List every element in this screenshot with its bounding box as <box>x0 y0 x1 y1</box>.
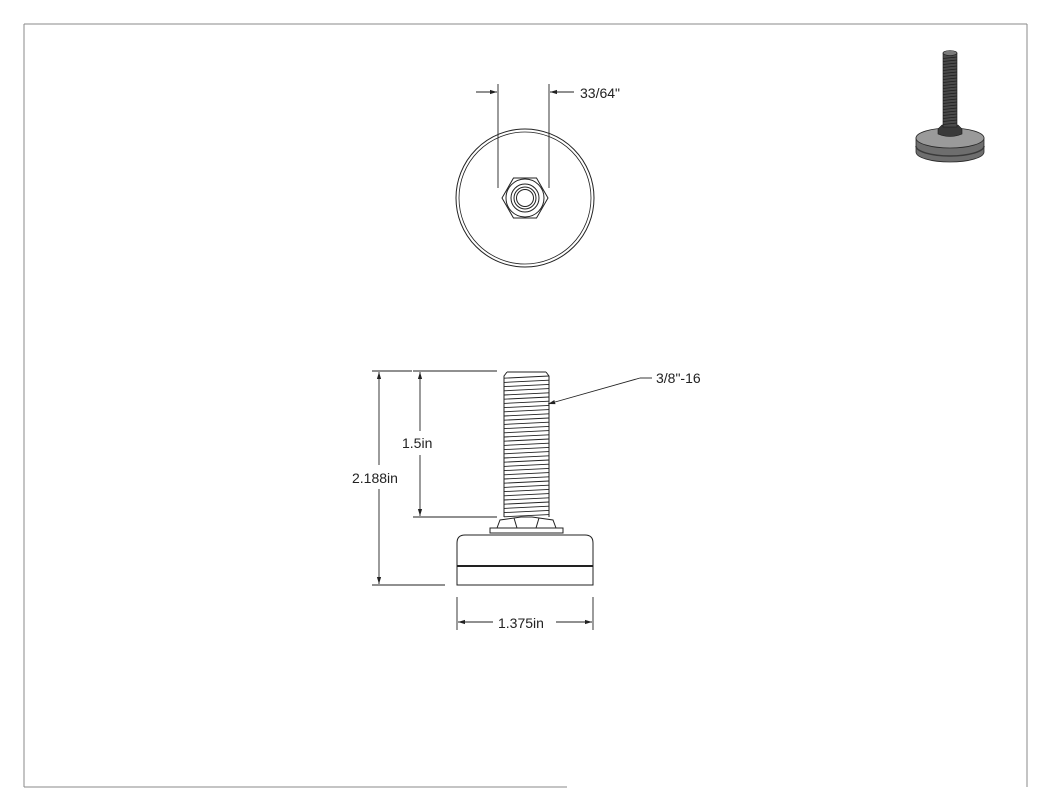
dim-overall-height <box>372 370 445 586</box>
hex-nut-side <box>496 516 557 529</box>
thread-line <box>503 409 550 413</box>
base-inner-circle <box>458 131 592 265</box>
dim-base-diameter <box>456 597 594 630</box>
dim-thread-length-label: 1.5in <box>402 435 432 451</box>
sheet-border <box>23 23 1028 788</box>
thread-line <box>503 501 550 505</box>
iso-stud-top <box>942 50 958 56</box>
iso-thread-line <box>942 80 958 83</box>
isometric-view <box>915 50 985 163</box>
thread-line <box>503 430 550 434</box>
thread-line <box>503 459 550 463</box>
iso-thread-line <box>942 62 958 65</box>
iso-thread-line <box>942 92 958 95</box>
thread-line <box>503 488 550 493</box>
iso-base-band <box>915 145 985 157</box>
top-view <box>455 128 595 268</box>
dim-overall-height-label: 2.188in <box>352 470 398 486</box>
thread-line <box>503 417 550 421</box>
iso-thread-line <box>942 107 958 110</box>
thread-line <box>503 484 550 488</box>
thread-line <box>503 434 550 438</box>
hex-nut-edge-right <box>535 517 540 529</box>
iso-stud-threads <box>942 56 958 125</box>
thread-line <box>503 375 550 379</box>
thread-line <box>503 400 550 404</box>
thread-line <box>503 476 550 480</box>
iso-thread-line <box>942 110 958 113</box>
thread-lines <box>503 375 550 518</box>
base-outer-circle <box>455 128 595 268</box>
iso-thread-line <box>942 113 958 116</box>
thread-line <box>503 404 550 409</box>
stud-core-circle <box>516 189 534 207</box>
thread-line <box>503 442 550 446</box>
thread-line <box>503 383 550 388</box>
front-view <box>456 371 594 586</box>
thread-line <box>503 472 550 476</box>
thread-line <box>503 438 550 442</box>
iso-thread-line <box>942 68 958 71</box>
thread-line <box>503 463 550 467</box>
hex-nut-edge-left <box>513 517 518 529</box>
iso-thread-line <box>942 116 958 119</box>
thread-callout-leader <box>547 377 652 405</box>
thread-line <box>503 392 550 396</box>
dim-hex-width <box>476 84 574 188</box>
thread-line <box>503 421 550 425</box>
thread-line <box>503 425 550 430</box>
thread-line <box>503 413 550 417</box>
dim-hex-width-label: 33/64" <box>580 85 620 101</box>
dim-base-diameter-label: 1.375in <box>498 615 544 631</box>
iso-thread-line <box>942 59 958 62</box>
thread-line <box>503 467 550 472</box>
thread-line <box>503 455 550 459</box>
iso-thread-line <box>942 122 958 125</box>
thread-line <box>503 379 550 383</box>
iso-thread-line <box>942 119 958 122</box>
iso-thread-line <box>942 65 958 68</box>
hex-nut-outline <box>501 177 549 219</box>
thread-line <box>503 396 550 400</box>
iso-thread-line <box>942 98 958 101</box>
thread-line <box>503 493 550 497</box>
thread-line <box>503 480 550 484</box>
dim-thread-length <box>413 370 497 518</box>
stud-inner-circle <box>513 186 537 210</box>
thread-line <box>503 446 550 451</box>
hex-chamfer-circle <box>505 178 545 218</box>
iso-thread-line <box>942 89 958 92</box>
iso-thread-line <box>942 83 958 86</box>
thread-line <box>503 451 550 455</box>
hex-washer <box>489 527 564 534</box>
stud-outer-circle <box>510 183 540 213</box>
iso-thread-line <box>942 104 958 107</box>
thread-line <box>503 509 550 514</box>
iso-thread-line <box>942 95 958 98</box>
thread-line <box>503 388 550 392</box>
thread-line <box>503 514 550 518</box>
thread-line <box>503 505 550 509</box>
base-pad <box>456 534 594 586</box>
iso-thread-line <box>942 74 958 77</box>
thread-line <box>503 497 550 501</box>
iso-thread-line <box>942 56 958 59</box>
iso-thread-line <box>942 86 958 89</box>
iso-hex-nut <box>937 124 963 137</box>
thread-callout-label: 3/8"-16 <box>656 370 701 386</box>
iso-thread-line <box>942 71 958 74</box>
iso-thread-line <box>942 77 958 80</box>
iso-thread-line <box>942 101 958 104</box>
